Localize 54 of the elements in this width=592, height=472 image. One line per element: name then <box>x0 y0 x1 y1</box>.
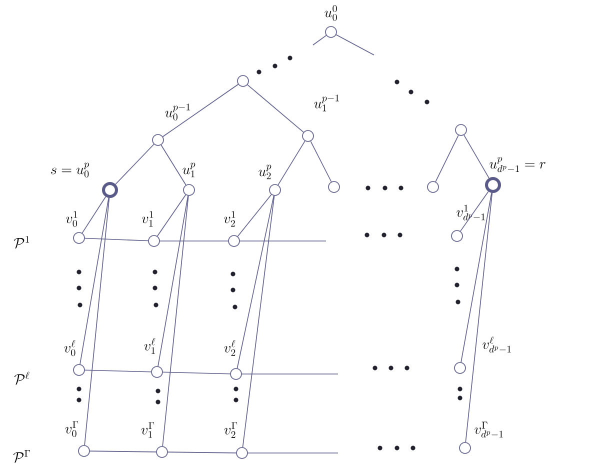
node-label: $u_2^p$ <box>258 164 272 180</box>
edge-line <box>240 240 326 242</box>
edge-line <box>162 84 239 138</box>
node-label: $s = u_0^p$ <box>51 162 89 178</box>
node-label: $v_1^1$ <box>142 211 154 227</box>
edge-line <box>247 84 304 133</box>
edge-line <box>162 372 230 374</box>
edge-line <box>310 140 332 182</box>
node-label: $u_1^{p-1}$ <box>314 94 339 112</box>
circle-node <box>455 124 467 136</box>
edge-line <box>464 134 490 178</box>
node-label: $v_2^\ell$ <box>224 340 236 356</box>
edge-line <box>80 197 110 365</box>
node-label: $u_{d^p-1}^p = r$ <box>490 157 546 172</box>
circle-node <box>427 181 439 193</box>
node-label: $v_0^\Gamma$ <box>65 421 78 438</box>
edge-line <box>242 195 275 448</box>
edge-line <box>84 370 152 372</box>
edge-line <box>278 140 306 186</box>
node-label: $v_2^1$ <box>224 211 236 227</box>
node-label: $v_0^\ell$ <box>64 340 76 356</box>
circle-node <box>328 181 340 193</box>
edge-line <box>168 452 236 454</box>
edge-line <box>236 195 274 369</box>
node-label: $v_0^1$ <box>66 211 78 227</box>
edge-line <box>160 240 228 242</box>
path-label: $\mathcal{P}^1$ <box>14 236 30 249</box>
edge-line <box>312 35 327 46</box>
edge-line <box>160 144 186 186</box>
node-label: $v_1^\Gamma$ <box>141 422 154 438</box>
path-label: $\mathcal{P}^\ell$ <box>14 372 30 385</box>
edge-line <box>162 195 189 447</box>
node-label: $u_1^p$ <box>182 162 196 178</box>
edge-line <box>115 144 154 185</box>
edge-line <box>84 238 149 242</box>
node-label: $u_0^0$ <box>324 5 337 21</box>
node-label: $v_{d^p-1}^\Gamma$ <box>474 422 503 438</box>
edge-line <box>82 196 106 234</box>
edge-line <box>156 194 186 237</box>
edge-line <box>158 195 188 367</box>
node-label: $u_0^{p-1}$ <box>165 104 190 120</box>
edge-line <box>248 452 338 454</box>
edge-line <box>465 192 493 443</box>
circle-node <box>237 75 249 87</box>
path-label: $\mathcal{P}^\Gamma$ <box>13 450 30 463</box>
node-label: $v_1^\ell$ <box>144 338 156 354</box>
edge-line <box>90 450 156 452</box>
edge-line <box>435 134 459 182</box>
edge-line <box>84 198 110 446</box>
edge-line <box>460 192 492 363</box>
edge-line <box>336 34 374 56</box>
edge-line <box>237 194 272 237</box>
node-label: $v_{d^p-1}^\ell$ <box>482 336 511 353</box>
node-label: $v_2^\Gamma$ <box>224 422 238 438</box>
